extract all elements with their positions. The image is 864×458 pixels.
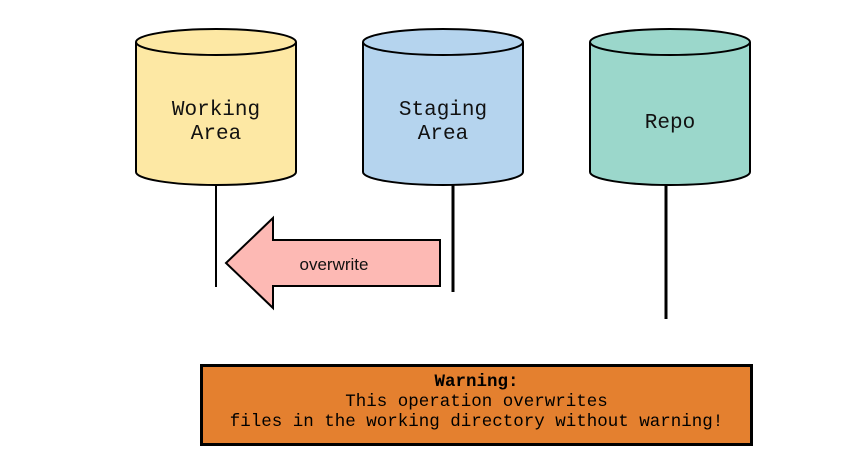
working-area-label-line2: Area — [191, 123, 241, 146]
staging-area-body — [362, 42, 524, 186]
working-area-body — [135, 42, 297, 186]
staging-area-cylinder: Staging Area — [362, 28, 524, 186]
staging-area-label-line1: Staging — [399, 99, 487, 122]
warning-box: Warning: This operation overwrites files… — [200, 364, 753, 446]
working-area-top — [135, 28, 297, 56]
warning-text-line1: This operation overwrites — [345, 392, 608, 412]
working-area-cylinder: Working Area — [135, 28, 297, 186]
overwrite-arrow: overwrite — [224, 215, 441, 311]
repo-label: Repo — [645, 112, 695, 135]
working-area-label-line1: Working — [172, 99, 260, 122]
warning-text-line2: files in the working directory without w… — [229, 412, 724, 432]
overwrite-arrow-shape — [224, 215, 441, 311]
repo-cylinder: Repo — [589, 28, 751, 186]
repo-top — [589, 28, 751, 56]
staging-area-top — [362, 28, 524, 56]
staging-area-label-line2: Area — [418, 123, 468, 146]
overwrite-label: overwrite — [300, 255, 369, 274]
repo-body — [589, 42, 751, 186]
warning-title: Warning: — [434, 372, 519, 392]
